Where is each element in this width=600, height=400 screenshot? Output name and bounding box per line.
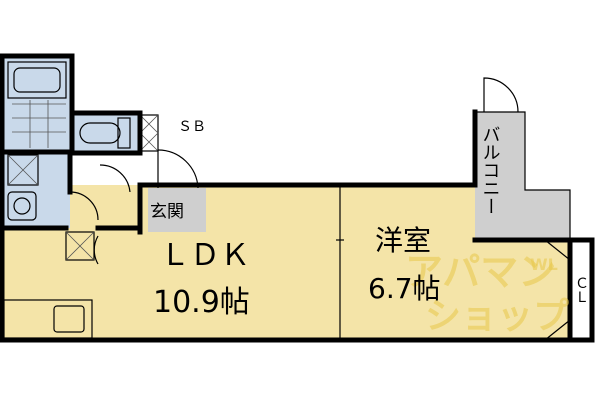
closet-label: ＣＬ <box>573 276 589 304</box>
entrance-door-swing <box>157 149 199 189</box>
watermark-line2: ショップ <box>425 296 569 337</box>
washroom-door-swing <box>69 191 99 221</box>
western-room-size: 6.7帖 <box>368 272 441 305</box>
washbasin-bowl <box>13 197 31 215</box>
balcony-label: バルコニー <box>480 125 501 215</box>
shoe-box-label: ＳＢ <box>178 119 206 135</box>
balcony-rail <box>475 111 571 240</box>
washbasin <box>7 191 37 221</box>
fridge-cross <box>65 231 95 261</box>
balcony-door-swing <box>483 77 519 113</box>
wall-ldk-north <box>137 109 478 188</box>
ldk-label: ＬＤＫ <box>160 238 250 273</box>
shoe-box <box>139 114 159 152</box>
watermark-line1: アパマン <box>405 250 556 294</box>
closet-door <box>544 239 571 261</box>
closet-floor <box>570 240 592 340</box>
washer-cross <box>7 154 39 186</box>
bathtub-inner <box>13 67 61 93</box>
shoe-box-cross <box>139 114 159 134</box>
western-room-label: 洋室 <box>375 224 431 257</box>
toilet-tank <box>117 117 131 149</box>
kitchen-sink <box>53 305 85 333</box>
western-room-floor <box>340 185 475 340</box>
ldk-size: 10.9帖 <box>153 285 250 320</box>
entrance-floor <box>148 188 206 232</box>
washing-machine-space <box>7 154 39 186</box>
balcony-floor-corner <box>525 190 570 240</box>
shoe-box-cross <box>139 132 159 152</box>
western-room-extension-floor <box>475 240 570 340</box>
washroom-floor <box>4 152 70 228</box>
entrance-label: 玄関 <box>150 202 184 222</box>
watermark-side: WL <box>530 255 558 274</box>
toilet-door-swing <box>99 164 131 193</box>
toilet-bowl <box>79 122 121 144</box>
kitchen-floor <box>2 228 97 340</box>
kitchen-door-swing <box>93 235 99 265</box>
balcony-floor <box>475 112 525 240</box>
closet-door <box>544 319 571 341</box>
toilet-floor <box>72 113 140 153</box>
bathtub <box>7 61 67 99</box>
